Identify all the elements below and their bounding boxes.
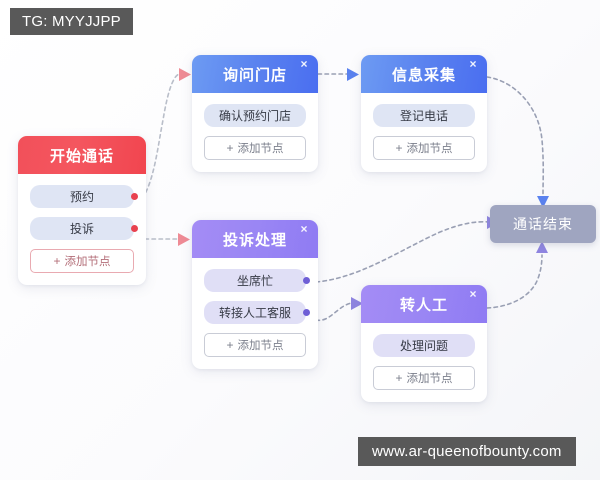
close-icon[interactable]: × [300,57,309,71]
output-port-dot[interactable] [303,309,310,316]
node-item-complaint[interactable]: 投诉 [30,217,138,240]
node-item-transfer-to-human[interactable]: 转接人工客服 [204,301,310,324]
output-port-dot[interactable] [131,225,138,232]
add-node-label: 添加节点 [406,373,453,385]
node-item-confirm-store[interactable]: 确认预约门店 [204,104,306,127]
node-item-agent-busy[interactable]: 坐席忙 [204,269,310,292]
watermark-bottom-text: www.ar-queenofbounty.com [372,443,562,460]
watermark-telegram: TG: MYYJJPP [10,8,133,35]
add-node-label: 添加节点 [406,143,453,155]
node-transfer-agent[interactable]: 转人工 × 处理问题 + 添加节点 [361,285,487,402]
plus-icon: + [226,338,234,352]
node-body: 登记电话 + 添加节点 [361,93,487,172]
node-body: 处理问题 + 添加节点 [361,323,487,402]
node-title: 转人工 [399,296,448,314]
node-header: 信息采集 × [361,55,487,93]
node-item-label: 登记电话 [399,109,448,123]
close-icon[interactable]: × [469,287,478,301]
close-icon[interactable]: × [469,57,478,71]
add-node-button[interactable]: + 添加节点 [204,333,306,357]
node-item-register-phone[interactable]: 登记电话 [373,104,475,127]
node-title: 开始通话 [49,147,114,165]
plus-icon: + [53,254,61,268]
edge-ask-store-to-collect-info [317,68,359,81]
add-node-button[interactable]: + 添加节点 [30,249,134,273]
node-item-label: 处理问题 [399,339,448,353]
add-node-label: 添加节点 [237,143,284,155]
node-item-appointment[interactable]: 预约 [30,185,138,208]
plus-icon: + [395,141,403,155]
node-start-call[interactable]: 开始通话 预约 投诉 + 添加节点 [18,136,146,285]
plus-icon: + [226,141,234,155]
watermark-top-text: TG: MYYJJPP [22,13,121,30]
node-body: 坐席忙 转接人工客服 + 添加节点 [192,258,318,369]
edge-collect-info-to-call-end [486,76,549,208]
node-item-label: 投诉 [69,222,94,236]
add-node-button[interactable]: + 添加节点 [373,366,475,390]
node-header: 询问门店 × [192,55,318,93]
node-header: 投诉处理 × [192,220,318,258]
node-ask-store[interactable]: 询问门店 × 确认预约门店 + 添加节点 [192,55,318,172]
add-node-button[interactable]: + 添加节点 [204,136,306,160]
node-title: 询问门店 [222,66,287,84]
edge-complaint-transfer-to-transfer-agent [315,297,363,322]
edge-complaint-busy-to-call-end [315,216,499,283]
node-title: 信息采集 [391,66,456,84]
node-header: 开始通话 [18,136,146,174]
add-node-button[interactable]: + 添加节点 [373,136,475,160]
watermark-website: www.ar-queenofbounty.com [358,437,576,466]
node-item-handle-issue[interactable]: 处理问题 [373,334,475,357]
node-call-end[interactable]: 通话结束 [490,205,596,243]
node-item-label: 确认预约门店 [218,109,291,123]
output-port-dot[interactable] [303,277,310,284]
add-node-label: 添加节点 [64,256,111,268]
node-body: 预约 投诉 + 添加节点 [18,174,146,285]
node-item-label: 转接人工客服 [218,306,291,320]
node-body: 确认预约门店 + 添加节点 [192,93,318,172]
edge-transfer-agent-to-call-end [486,241,548,309]
node-title: 投诉处理 [222,231,287,249]
output-port-dot[interactable] [131,193,138,200]
node-header: 转人工 × [361,285,487,323]
node-complaint-handling[interactable]: 投诉处理 × 坐席忙 转接人工客服 + 添加节点 [192,220,318,369]
plus-icon: + [395,371,403,385]
close-icon[interactable]: × [300,222,309,236]
add-node-label: 添加节点 [237,340,284,352]
node-end-label: 通话结束 [513,216,573,232]
node-item-label: 预约 [69,190,94,204]
node-collect-info[interactable]: 信息采集 × 登记电话 + 添加节点 [361,55,487,172]
node-item-label: 坐席忙 [236,274,273,288]
